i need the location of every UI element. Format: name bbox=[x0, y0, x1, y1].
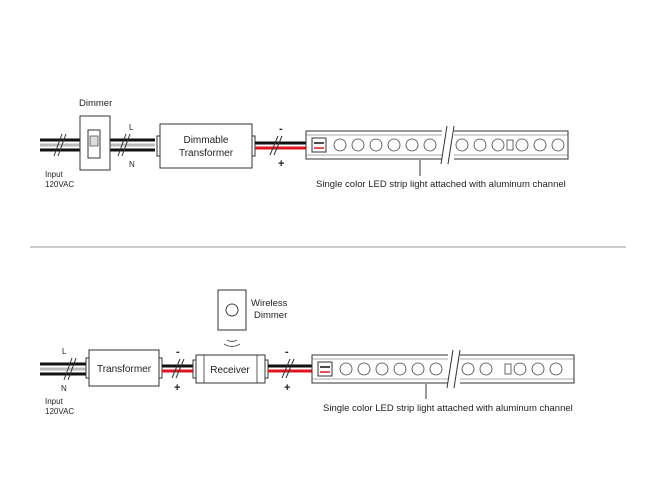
strip-caption: Single color LED strip light attached wi… bbox=[316, 179, 566, 190]
transformer: Transformer bbox=[85, 349, 163, 387]
line-label: L bbox=[129, 123, 134, 132]
dimmer-knob[interactable] bbox=[225, 303, 239, 317]
led-chip bbox=[411, 362, 425, 376]
led-chip bbox=[513, 362, 527, 376]
led-strip-top bbox=[305, 125, 569, 165]
led-chip bbox=[387, 138, 401, 152]
wall-dimmer[interactable] bbox=[79, 115, 111, 171]
plus-sign: + bbox=[174, 382, 180, 394]
led-chip bbox=[479, 362, 493, 376]
led-chip bbox=[393, 362, 407, 376]
led-chip bbox=[533, 138, 547, 152]
minus-sign: - bbox=[279, 123, 283, 135]
led-strip-bottom bbox=[311, 349, 575, 389]
minus-sign: - bbox=[176, 346, 180, 358]
strip-connector bbox=[311, 137, 327, 153]
minus-sign: - bbox=[285, 346, 289, 358]
transformer-label: Transformer bbox=[97, 364, 152, 375]
plus-sign: + bbox=[284, 382, 290, 394]
led-chip bbox=[549, 362, 563, 376]
dc-output-cable-bottom bbox=[268, 358, 318, 379]
transformer-label-line1: Dimmable bbox=[183, 135, 228, 146]
led-chip bbox=[351, 138, 365, 152]
wireless-label-line2: Dimmer bbox=[254, 310, 287, 321]
receiver-label: Receiver bbox=[210, 365, 250, 376]
line-label: L bbox=[62, 347, 67, 356]
input-label: Input bbox=[45, 170, 64, 179]
led-chip bbox=[455, 138, 469, 152]
diagram-bottom: Wireless Dimmer L N Input 120VAC Transfo… bbox=[40, 289, 575, 416]
ac-input-cable-bottom bbox=[40, 357, 92, 381]
led-chip bbox=[369, 138, 383, 152]
led-chip bbox=[551, 138, 565, 152]
led-chip bbox=[423, 138, 437, 152]
led-chip bbox=[405, 138, 419, 152]
voltage-label: 120VAC bbox=[45, 407, 74, 416]
neutral-label: N bbox=[61, 384, 67, 393]
dimmer-label: Dimmer bbox=[79, 98, 112, 109]
wireless-dimmer[interactable] bbox=[217, 289, 247, 331]
led-chip bbox=[429, 362, 443, 376]
wireless-label-line1: Wireless bbox=[251, 298, 288, 309]
dc-cable-transformer-receiver bbox=[162, 358, 195, 379]
led-chip bbox=[515, 138, 529, 152]
led-chip bbox=[333, 138, 347, 152]
transformer-label-line2: Transformer bbox=[179, 148, 234, 159]
input-label: Input bbox=[45, 397, 64, 406]
strip-connector bbox=[317, 361, 333, 377]
led-chip bbox=[491, 138, 505, 152]
led-chip bbox=[461, 362, 475, 376]
plus-sign: + bbox=[278, 158, 284, 170]
signal-icon bbox=[223, 339, 241, 347]
strip-caption: Single color LED strip light attached wi… bbox=[323, 403, 573, 414]
receiver: Receiver bbox=[192, 354, 269, 384]
cut-mark bbox=[504, 363, 512, 375]
neutral-label: N bbox=[129, 160, 135, 169]
voltage-label: 120VAC bbox=[45, 180, 74, 189]
dimmer-slider[interactable] bbox=[89, 135, 99, 147]
dimmable-transformer: Dimmable Transformer bbox=[156, 123, 256, 169]
dc-output-cable-top bbox=[255, 135, 312, 156]
led-chip bbox=[357, 362, 371, 376]
led-chip bbox=[473, 138, 487, 152]
led-chip bbox=[339, 362, 353, 376]
cut-mark bbox=[506, 139, 514, 151]
diagram-top: Dimmer L N Input 120VAC Dimmable Transfo… bbox=[40, 98, 569, 190]
led-chip bbox=[375, 362, 389, 376]
led-chip bbox=[531, 362, 545, 376]
